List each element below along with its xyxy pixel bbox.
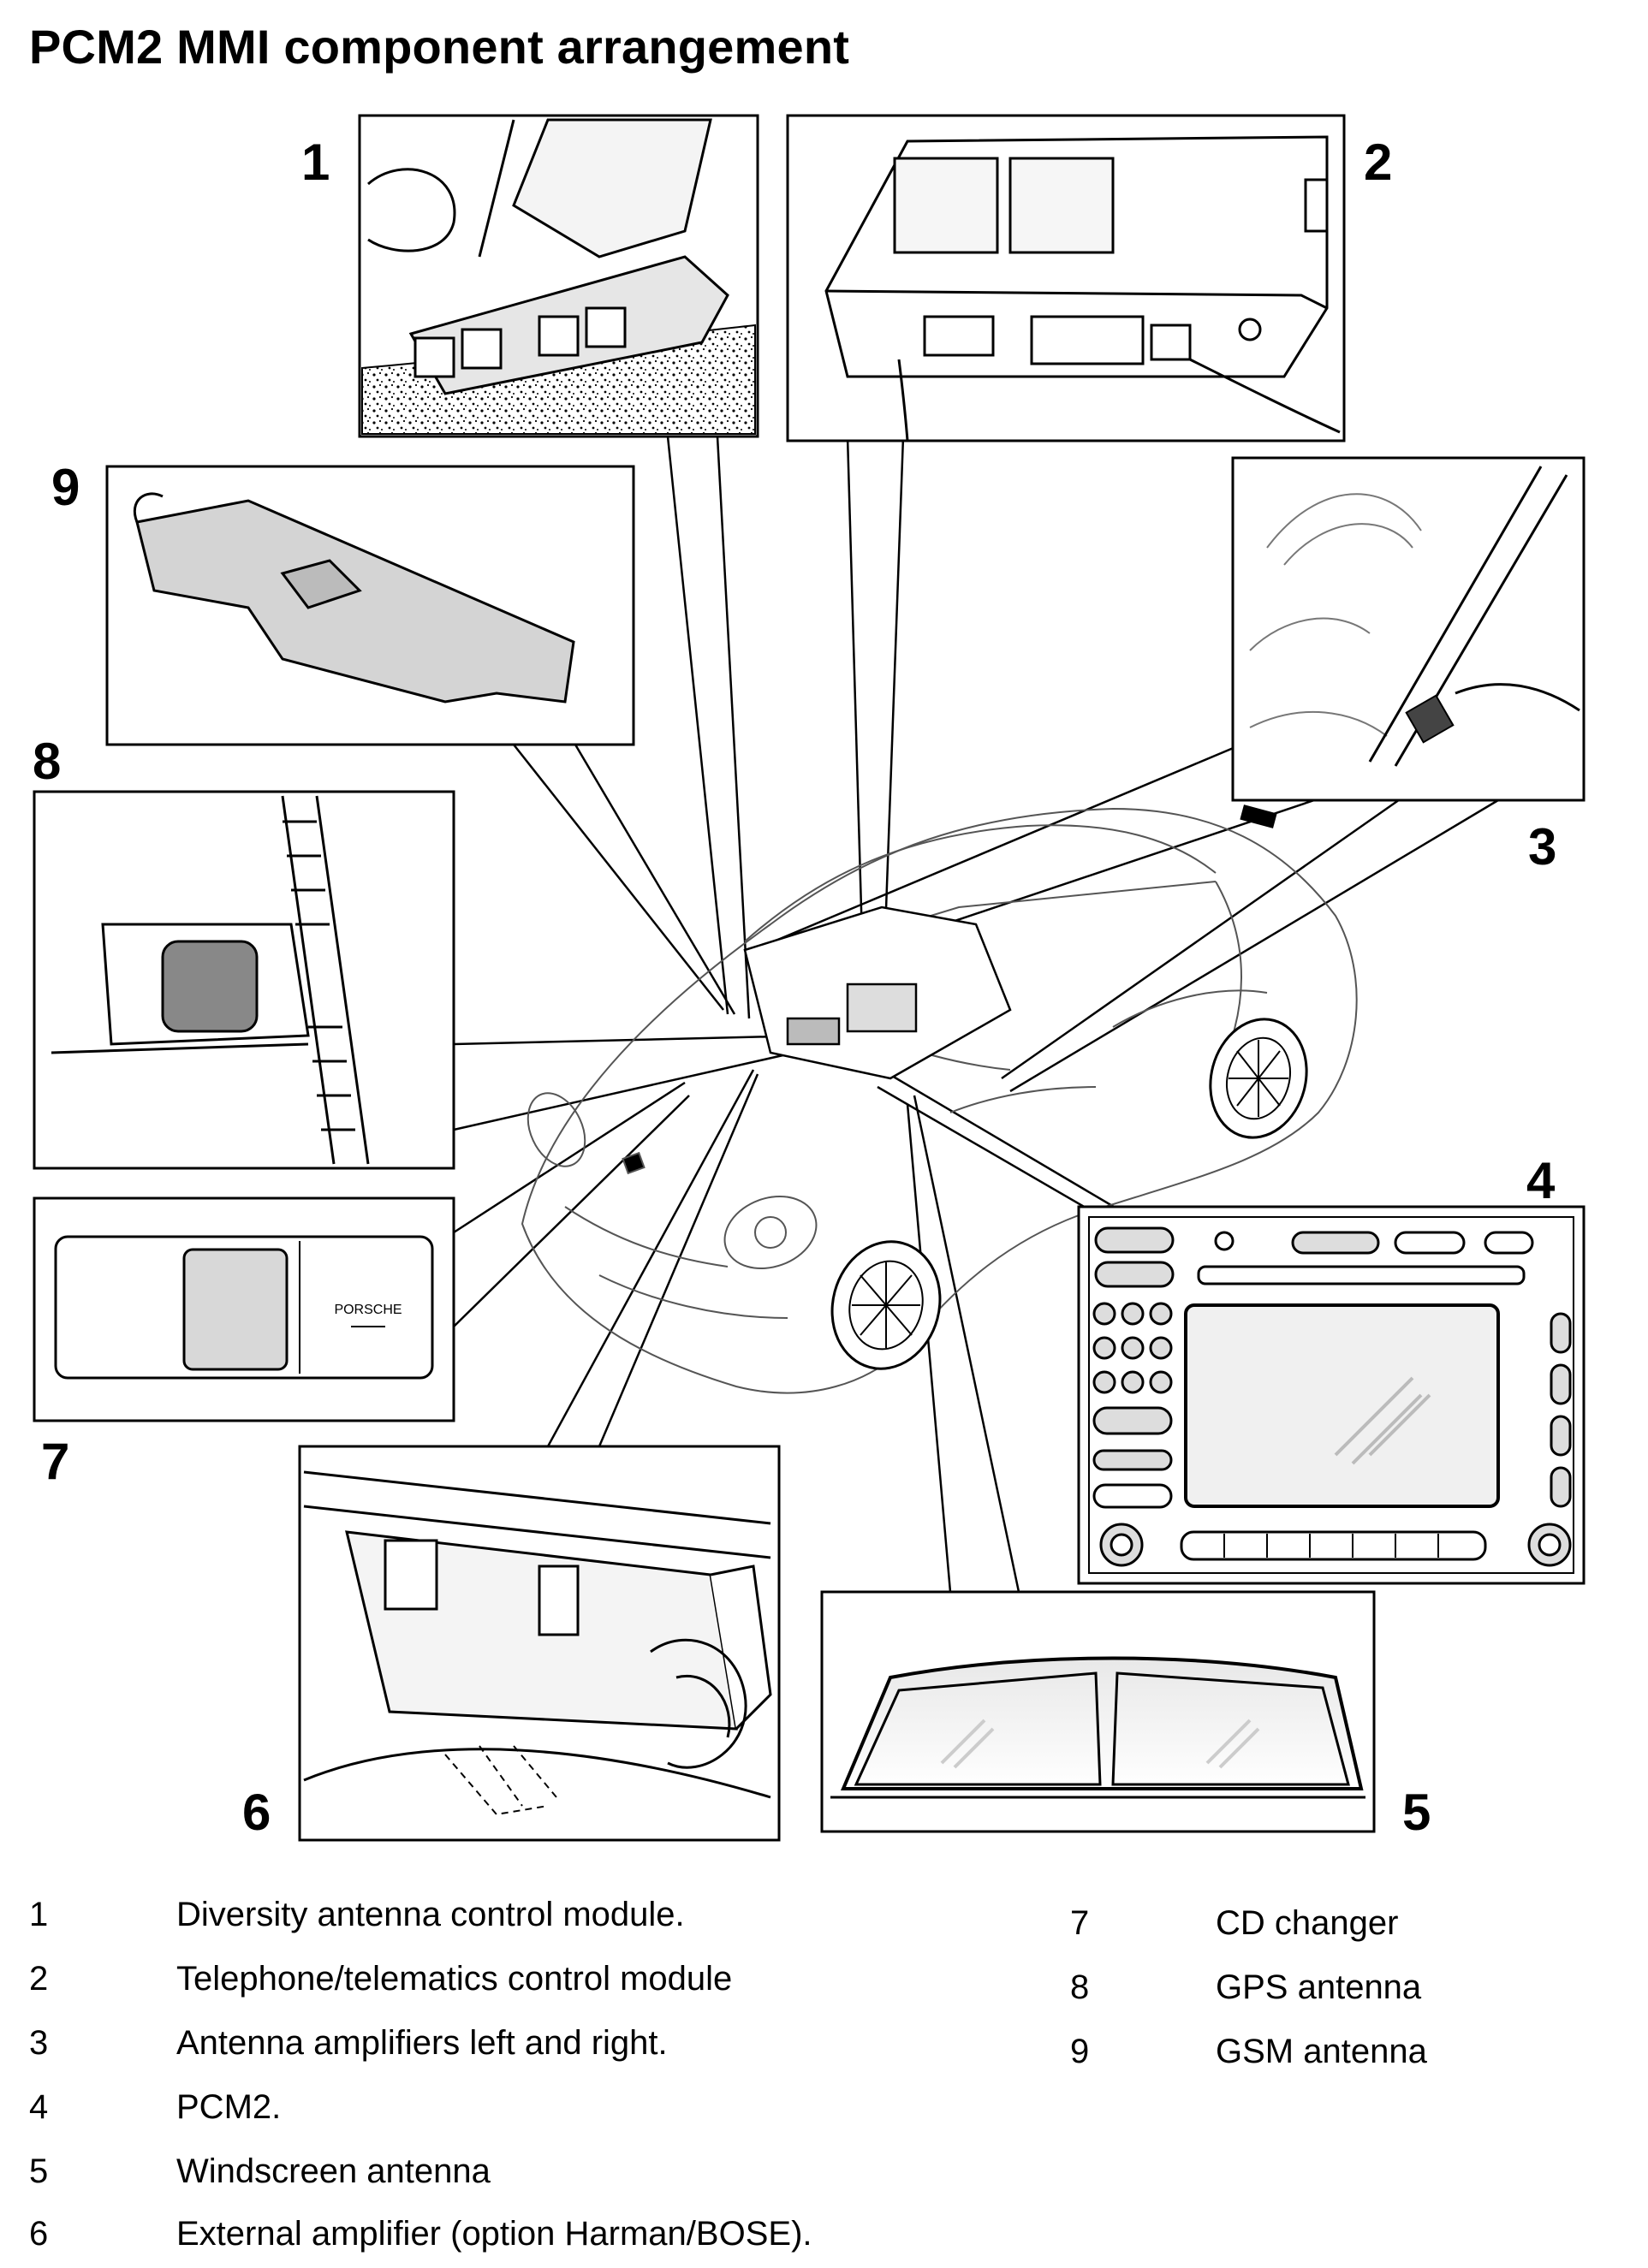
legend-number: 4	[29, 2088, 49, 2126]
legend-text: Telephone/telematics control module	[176, 1960, 733, 1998]
legend-number: 3	[29, 2024, 49, 2062]
leader-lines	[453, 436, 1499, 1593]
callout-5: 5	[1402, 1784, 1431, 1841]
callout-9: 9	[51, 459, 80, 516]
callout-6: 6	[242, 1784, 271, 1841]
callout-4: 4	[1526, 1152, 1556, 1209]
legend-number: 1	[29, 1896, 49, 1933]
callout-7: 7	[41, 1433, 69, 1490]
legend-number: 9	[1070, 2033, 1090, 2070]
callout-2: 2	[1364, 134, 1392, 191]
legend-text: Windscreen antenna	[176, 2152, 491, 2190]
legend-text: Diversity antenna control module.	[176, 1896, 685, 1933]
callout-8: 8	[33, 733, 61, 790]
legend-text: CD changer	[1216, 1904, 1399, 1942]
legend-number: 5	[29, 2152, 49, 2190]
cd-changer-brand: PORSCHE	[334, 1303, 402, 1317]
box-6-external-amplifier	[298, 1445, 781, 1842]
box-5-windscreen-antenna	[820, 1590, 1376, 1833]
box-7-cd-changer: PORSCHE	[33, 1196, 455, 1422]
box-3-antenna-amplifiers	[1231, 456, 1586, 802]
legend-text: GSM antenna	[1216, 2033, 1427, 2070]
box-2-telephone-module	[786, 114, 1346, 442]
callout-3: 3	[1528, 818, 1556, 876]
legend-text: External amplifier (option Harman/BOSE).	[176, 2215, 812, 2253]
legend-number: 7	[1070, 1904, 1090, 1942]
box-8-gps-antenna	[33, 790, 455, 1170]
legend-number: 6	[29, 2215, 49, 2253]
page-title: PCM2 MMI component arrangement	[29, 20, 850, 74]
legend-text: PCM2.	[176, 2088, 282, 2126]
box-9-gsm-antenna	[105, 465, 635, 746]
box-1-diversity-antenna-module	[358, 114, 759, 438]
legend-text: Antenna amplifiers left and right.	[176, 2024, 668, 2062]
legend-number: 8	[1070, 1968, 1090, 2006]
callout-1: 1	[301, 134, 330, 191]
box-4-pcm2-unit	[1077, 1205, 1586, 1585]
legend-text: GPS antenna	[1216, 1968, 1422, 2006]
callout-numbers: 1 2 3 4 5 6 7 8 9	[33, 134, 1556, 1841]
legend-number: 2	[29, 1960, 49, 1998]
car-dashboard-area	[743, 905, 1012, 1080]
